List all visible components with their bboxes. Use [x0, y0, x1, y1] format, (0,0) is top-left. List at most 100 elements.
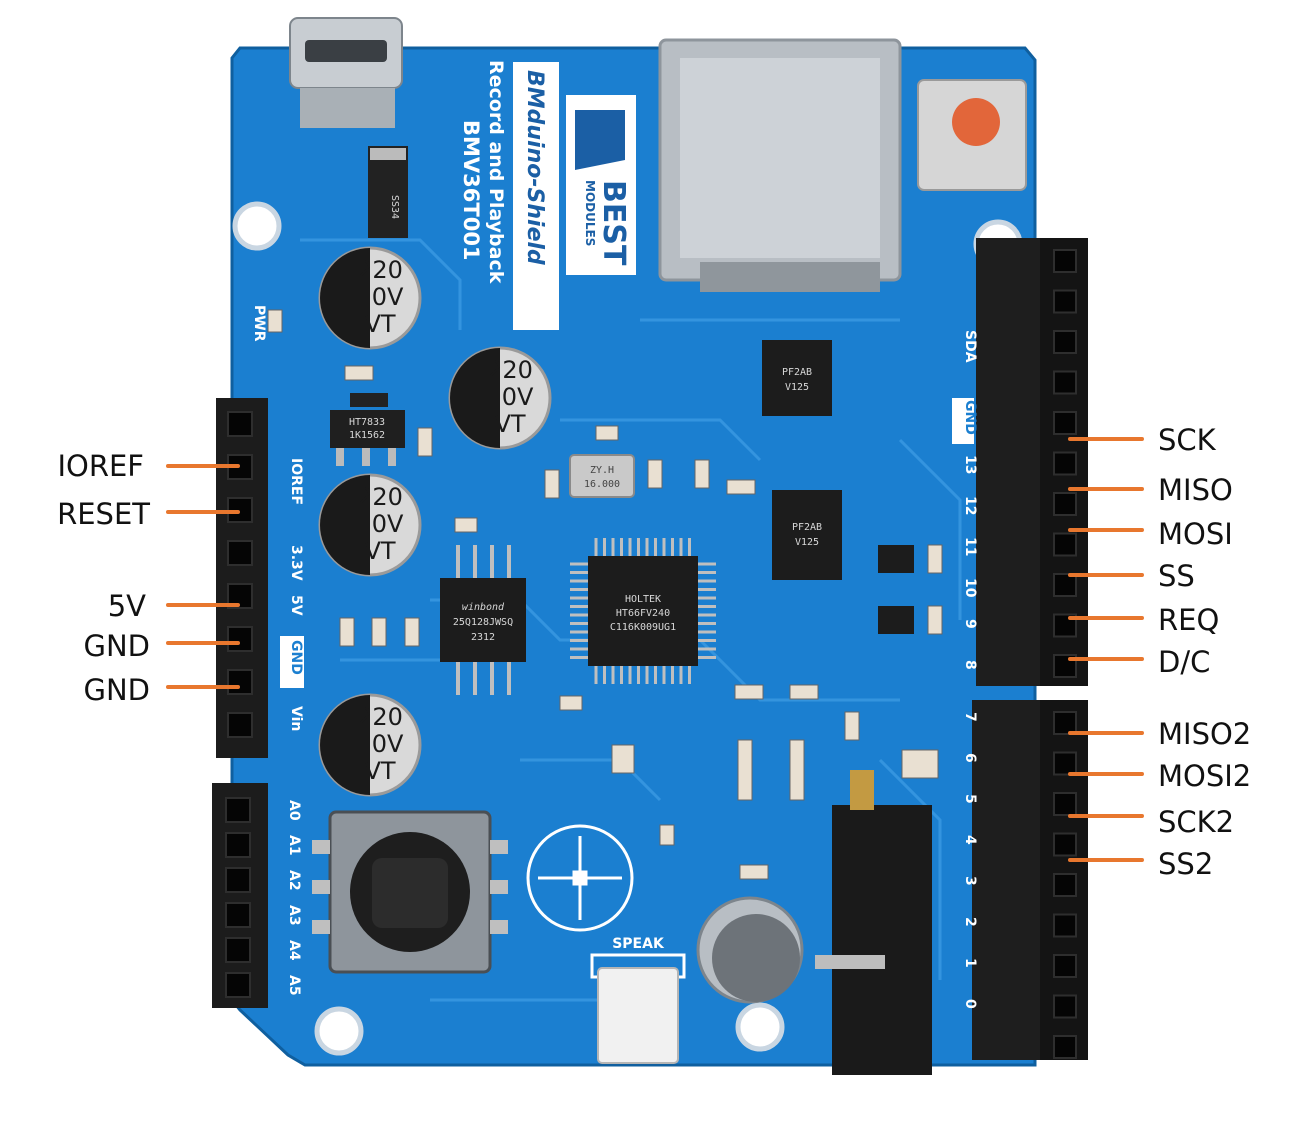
svg-text:ZY.H: ZY.H — [590, 465, 614, 476]
svg-text:220: 220 — [357, 483, 403, 511]
silk-analog-label: A5 — [286, 975, 302, 996]
silk-digital-label: 3 — [962, 876, 978, 886]
svg-text:3.3V: 3.3V — [288, 545, 304, 581]
header-hole — [225, 832, 251, 858]
svg-text:PF2AB: PF2AB — [792, 522, 822, 533]
label-mosi: MOSI — [1158, 517, 1233, 551]
label-gnd-2: GND — [84, 673, 151, 707]
header-hole — [1053, 492, 1077, 516]
joystick[interactable] — [312, 810, 508, 974]
capacitors: 220 10V VT 220 10V VT 220 10V VT 220 10V… — [318, 246, 552, 797]
brand-text: BEST — [596, 180, 631, 266]
right-lower-header — [972, 700, 1088, 1060]
svg-text:VT: VT — [494, 410, 525, 438]
header-hole — [227, 411, 253, 437]
mcu-chip: HOLTEK HT66FV240 C116K009UG1 — [570, 538, 716, 684]
label-miso2: MISO2 — [1158, 717, 1251, 751]
header-hole — [1053, 330, 1077, 354]
speaker-connector: SPEAK — [590, 936, 686, 1064]
header-hole — [1053, 751, 1077, 776]
capacitor-3: 220 10V VT — [318, 473, 422, 577]
silk-digital-label: 4 — [962, 835, 978, 845]
svg-text:HOLTEK: HOLTEK — [625, 594, 661, 605]
label-reset: RESET — [57, 497, 150, 531]
svg-text:220: 220 — [487, 356, 533, 384]
brand-sub-text: MODULES — [583, 180, 597, 246]
header-hole — [227, 712, 253, 738]
silk-digital-label: 13 — [962, 455, 978, 474]
silk-digital-label: 2 — [962, 917, 978, 927]
svg-text:SS34: SS34 — [389, 195, 400, 219]
diode: SS34 — [368, 146, 408, 238]
header-hole — [227, 626, 253, 652]
svg-text:V125: V125 — [795, 537, 819, 548]
usb-connector — [289, 17, 403, 128]
voltage-regulator: HT7833 1K1562 — [330, 393, 405, 466]
header-hole — [1053, 954, 1077, 978]
header-hole — [225, 937, 251, 963]
svg-text:SDA: SDA — [962, 330, 978, 363]
board-title-block: BMduino-Shield Record and Playback BMV36… — [459, 60, 636, 330]
header-hole — [1053, 573, 1077, 597]
smd-parts — [267, 309, 943, 880]
silk-digital-label: 10 — [962, 578, 978, 598]
header-hole — [1053, 873, 1077, 897]
silk-digital-label: 11 — [962, 537, 978, 556]
silk-analog-label: A1 — [286, 835, 302, 856]
silk-digital-label: 9 — [962, 619, 978, 629]
svg-text:10V: 10V — [357, 730, 405, 758]
svg-text:220: 220 — [357, 703, 403, 731]
svg-text:PF2AB: PF2AB — [782, 367, 812, 378]
svg-text:VT: VT — [364, 310, 395, 338]
silk-digital-label: 7 — [962, 712, 978, 722]
sd-card-slot — [658, 38, 902, 292]
label-ss2: SS2 — [1158, 847, 1213, 881]
pwr-label: PWR — [251, 305, 267, 342]
header-hole — [225, 972, 251, 998]
label-ss: SS — [1158, 559, 1195, 593]
board-subtitle: Record and Playback — [485, 60, 507, 284]
label-sck2: SCK2 — [1158, 805, 1234, 839]
header-hole — [1053, 370, 1077, 395]
svg-text:VT: VT — [364, 757, 395, 785]
header-hole — [1053, 711, 1077, 735]
header-hole — [1053, 832, 1077, 857]
svg-text:Vin: Vin — [288, 706, 304, 731]
left-callout-labels: IOREF RESET 5V GND GND — [57, 449, 150, 707]
svg-text:IOREF: IOREF — [288, 458, 304, 505]
svg-text:C116K009UG1: C116K009UG1 — [610, 622, 676, 633]
svg-text:10V: 10V — [357, 510, 405, 538]
left-power-header — [216, 398, 268, 758]
silk-digital-label: 1 — [962, 958, 978, 968]
left-analog-header — [212, 783, 268, 1008]
svg-text:GND: GND — [288, 640, 304, 675]
silk-digital-label: 6 — [962, 753, 978, 763]
svg-text:SPEAK: SPEAK — [612, 936, 665, 952]
svg-text:HT7833: HT7833 — [349, 417, 385, 428]
label-5v: 5V — [108, 589, 146, 623]
svg-text:GND: GND — [962, 400, 978, 435]
board-name: BMduino-Shield — [522, 70, 547, 265]
header-hole — [225, 902, 251, 928]
flash-chip: winbond 25Q128JWSQ 2312 — [440, 545, 526, 695]
microphone — [696, 896, 804, 1004]
reset-button[interactable] — [917, 79, 1027, 191]
label-dc: D/C — [1158, 645, 1210, 679]
right-upper-header — [976, 238, 1088, 686]
audio-jack — [815, 770, 932, 1075]
header-hole — [227, 669, 253, 695]
crystal: ZY.H 16.000 — [569, 454, 635, 498]
header-hole — [1053, 411, 1077, 435]
svg-text:VT: VT — [364, 537, 395, 565]
svg-text:10V: 10V — [487, 383, 535, 411]
callout-lines — [166, 437, 1144, 862]
silk-digital-label: 12 — [962, 496, 978, 515]
label-mosi2: MOSI2 — [1158, 759, 1251, 793]
svg-text:1K1562: 1K1562 — [349, 430, 385, 441]
svg-text:10V: 10V — [357, 283, 405, 311]
header-hole — [227, 540, 253, 566]
label-miso: MISO — [1158, 473, 1233, 507]
silk-analog-label: A3 — [286, 905, 302, 926]
